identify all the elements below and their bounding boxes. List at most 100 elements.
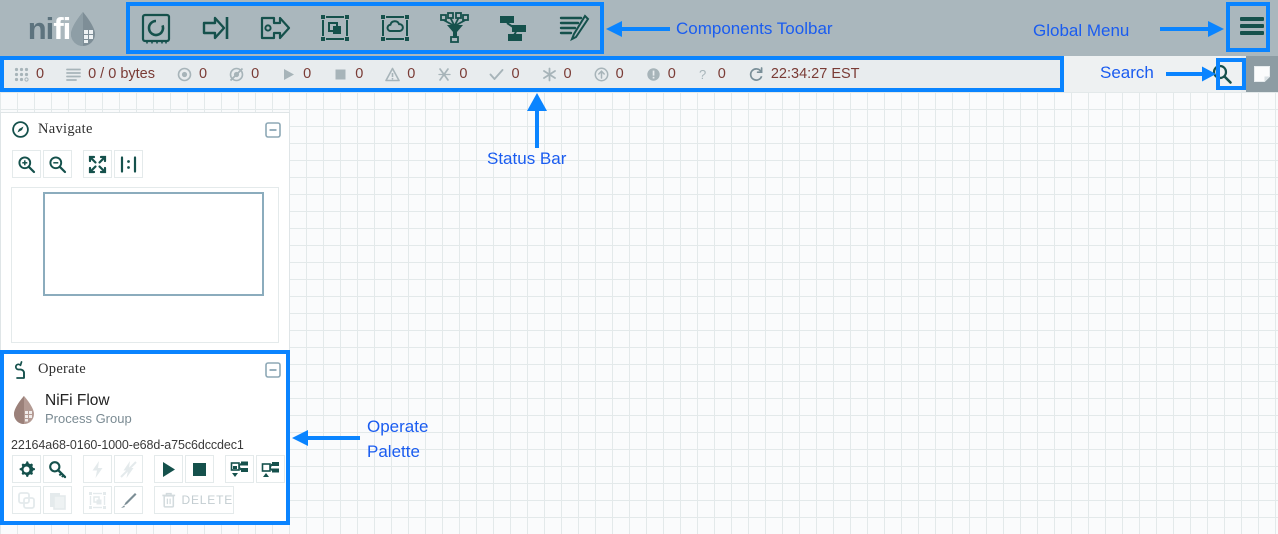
locally-modified-and-stale-icon <box>646 67 661 82</box>
status-transmitting: 0 <box>177 66 207 82</box>
brush-icon <box>121 492 137 508</box>
toolbar-label-button[interactable] <box>544 3 604 53</box>
group-icon <box>89 491 106 509</box>
status-value: 0 <box>198 66 208 82</box>
status-value: 0 <box>511 66 520 82</box>
zoom-out-icon <box>49 155 67 173</box>
enable-button[interactable] <box>83 455 112 483</box>
zoom-in-button[interactable] <box>12 150 41 178</box>
flash-off-icon <box>120 460 137 478</box>
status-disabled: 0 <box>437 66 467 82</box>
start-button[interactable] <box>154 455 183 483</box>
refresh-icon <box>748 66 764 82</box>
queued-icon <box>66 67 81 82</box>
fit-screen-icon <box>88 155 107 173</box>
navigate-panel-header: Navigate <box>1 113 289 146</box>
status-stale: 0 <box>594 66 624 82</box>
status-up-to-date: 0 <box>489 66 520 82</box>
disabled-icon <box>437 67 452 82</box>
running-icon <box>281 67 296 82</box>
transmitting-icon <box>177 67 192 82</box>
actual-size-icon <box>120 155 137 173</box>
note-icon <box>1254 66 1270 82</box>
gear-icon <box>19 460 35 477</box>
process-group-icon <box>321 15 350 41</box>
toolbar-processor-button[interactable] <box>126 3 186 53</box>
invalid-icon <box>385 67 401 82</box>
status-value: 0 / 0 bytes <box>88 66 155 82</box>
paste-button[interactable] <box>43 486 72 514</box>
toolbar-funnel-button[interactable] <box>425 3 485 53</box>
nifi-droplet-icon <box>71 12 96 46</box>
status-running: 0 <box>281 66 311 82</box>
stop-button[interactable] <box>185 455 214 483</box>
search-icon <box>1212 64 1232 84</box>
process-group-droplet-icon <box>12 395 36 430</box>
new-note-button[interactable] <box>1246 56 1278 92</box>
status-value: 0 <box>667 66 676 82</box>
minimap-viewport[interactable] <box>43 192 264 296</box>
label-icon <box>559 14 590 42</box>
sync-failure-icon: ? <box>698 67 711 82</box>
toolbar-process-group-button[interactable] <box>305 3 365 53</box>
copy-button[interactable] <box>12 486 41 514</box>
status-value: 0 <box>251 66 260 82</box>
logo-text-secondary: fi <box>53 10 71 46</box>
active-threads-icon <box>14 67 29 82</box>
not-transmitting-icon <box>229 67 244 82</box>
operate-hand-icon <box>12 360 29 379</box>
processor-icon <box>141 13 170 44</box>
disable-transmission-button[interactable] <box>256 455 285 483</box>
global-menu-button[interactable] <box>1232 4 1272 48</box>
operate-actions-row-2[interactable]: DELETE <box>1 483 289 514</box>
app-header: nifi <box>0 0 1278 56</box>
operate-entity-type: Process Group <box>45 411 132 426</box>
status-invalid: 0 <box>385 66 415 82</box>
zoom-in-icon <box>18 155 36 173</box>
enable-transmission-button[interactable] <box>225 455 254 483</box>
navigate-minimap[interactable] <box>11 187 279 343</box>
color-button[interactable] <box>114 486 143 514</box>
operate-panel-title: Operate <box>38 361 86 377</box>
toolbar-input-port-button[interactable] <box>186 3 246 53</box>
stopped-icon <box>333 67 348 82</box>
navigate-panel: Navigate <box>0 112 290 352</box>
operate-actions-row-1[interactable] <box>1 452 289 483</box>
zoom-out-button[interactable] <box>43 150 72 178</box>
status-not-transmitting: 0 <box>229 66 259 82</box>
status-value: 0 <box>563 66 572 82</box>
operate-collapse-button[interactable] <box>265 361 281 378</box>
disable-button[interactable] <box>114 455 143 483</box>
zoom-actual-button[interactable] <box>114 150 143 178</box>
status-last-refresh: 22:34:27 EST <box>748 66 860 82</box>
status-queued: 0 / 0 bytes <box>66 66 155 82</box>
search-button[interactable] <box>1207 59 1237 89</box>
navigate-zoom-controls[interactable] <box>1 146 289 178</box>
logo-text-primary: ni <box>27 10 55 46</box>
svg-text:?: ? <box>699 67 706 82</box>
status-value: 0 <box>355 66 364 82</box>
toolbar-remote-process-group-button[interactable] <box>365 3 425 53</box>
paste-icon <box>50 492 66 510</box>
delete-button[interactable]: DELETE <box>154 486 234 514</box>
view-details-button[interactable] <box>43 455 72 483</box>
configure-button[interactable] <box>12 455 41 483</box>
magnifier-key-icon <box>49 460 67 478</box>
stop-icon <box>193 462 206 476</box>
navigate-panel-title: Navigate <box>38 121 93 137</box>
operate-entity-name: NiFi Flow <box>45 392 110 409</box>
toolbar-template-button[interactable] <box>485 3 545 53</box>
toolbar-output-port-button[interactable] <box>246 3 306 53</box>
remote-process-group-icon <box>380 15 409 41</box>
hamburger-icon <box>1240 17 1264 35</box>
trash-icon <box>162 492 176 508</box>
group-button[interactable] <box>83 486 112 514</box>
status-stopped: 0 <box>333 66 363 82</box>
output-port-icon <box>261 16 291 40</box>
components-toolbar[interactable] <box>126 2 604 54</box>
collapse-icon <box>265 121 281 138</box>
status-value: 22:34:27 EST <box>770 66 860 82</box>
status-value: 0 <box>459 66 468 82</box>
zoom-fit-button[interactable] <box>83 150 112 178</box>
navigate-collapse-button[interactable] <box>265 121 281 138</box>
